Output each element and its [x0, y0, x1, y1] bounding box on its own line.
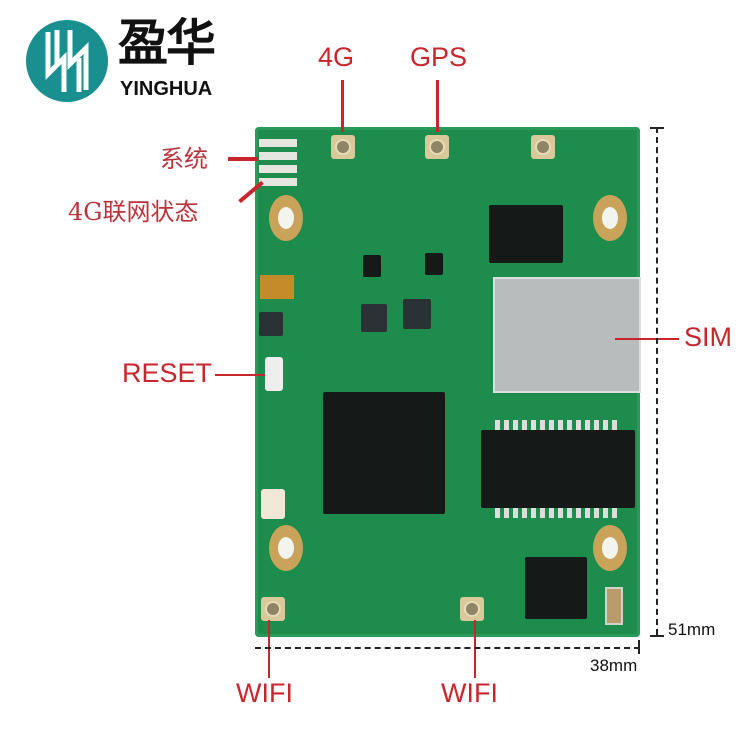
mounting-hole	[269, 195, 303, 241]
label-net-status: 4G联网状态	[68, 198, 199, 226]
antenna-connector-3	[531, 135, 555, 159]
main-processor	[323, 392, 445, 514]
label-system: 系统	[160, 145, 208, 173]
yinghua-logo-icon	[26, 20, 108, 102]
dimension-tick	[650, 127, 664, 129]
mounting-hole	[593, 195, 627, 241]
label-reset: RESET	[122, 358, 213, 388]
inductor	[403, 299, 431, 329]
chip	[525, 557, 587, 619]
mounting-hole	[593, 525, 627, 571]
label-gps: GPS	[410, 42, 468, 72]
pointer-line	[215, 374, 265, 376]
pointer-line	[341, 80, 344, 132]
dimension-line-height	[656, 127, 658, 635]
sim-slot	[493, 277, 641, 393]
dimension-tick	[650, 635, 664, 637]
logo-en: YINGHUA	[120, 78, 213, 100]
inductor	[361, 304, 387, 332]
pointer-line	[268, 620, 270, 678]
memory-chip	[481, 430, 635, 508]
antenna-connector-gps	[425, 135, 449, 159]
reset-button	[265, 357, 283, 391]
tantalum-capacitor	[260, 275, 294, 299]
chip	[363, 255, 381, 277]
antenna-connector-4g	[331, 135, 355, 159]
dimension-width: 38mm	[590, 656, 638, 675]
dimension-line-width	[255, 647, 640, 649]
dimension-tick	[638, 640, 640, 654]
button	[261, 489, 285, 519]
logo-cn: 盈华	[118, 14, 216, 72]
mounting-hole	[269, 525, 303, 571]
label-sim: SIM	[684, 322, 733, 352]
pcb-board	[255, 127, 641, 637]
capacitor	[605, 587, 623, 625]
label-wifi-right: WIFI	[441, 678, 498, 708]
pointer-line	[228, 157, 258, 161]
antenna-connector-wifi-right	[460, 597, 484, 621]
pointer-line	[615, 338, 679, 340]
chip	[425, 253, 443, 275]
logo: 盈华 YINGHUA	[24, 16, 234, 106]
chip-pins	[495, 420, 621, 430]
chip-pins	[495, 508, 621, 518]
antenna-connector-wifi-left	[261, 597, 285, 621]
label-4g: 4G	[318, 42, 355, 72]
pointer-line	[436, 80, 439, 132]
label-wifi-left: WIFI	[236, 678, 293, 708]
chip	[489, 205, 563, 263]
dimension-height: 51mm	[668, 620, 716, 639]
pointer-line	[474, 620, 476, 678]
inductor	[259, 312, 283, 336]
led-indicators	[259, 139, 297, 187]
